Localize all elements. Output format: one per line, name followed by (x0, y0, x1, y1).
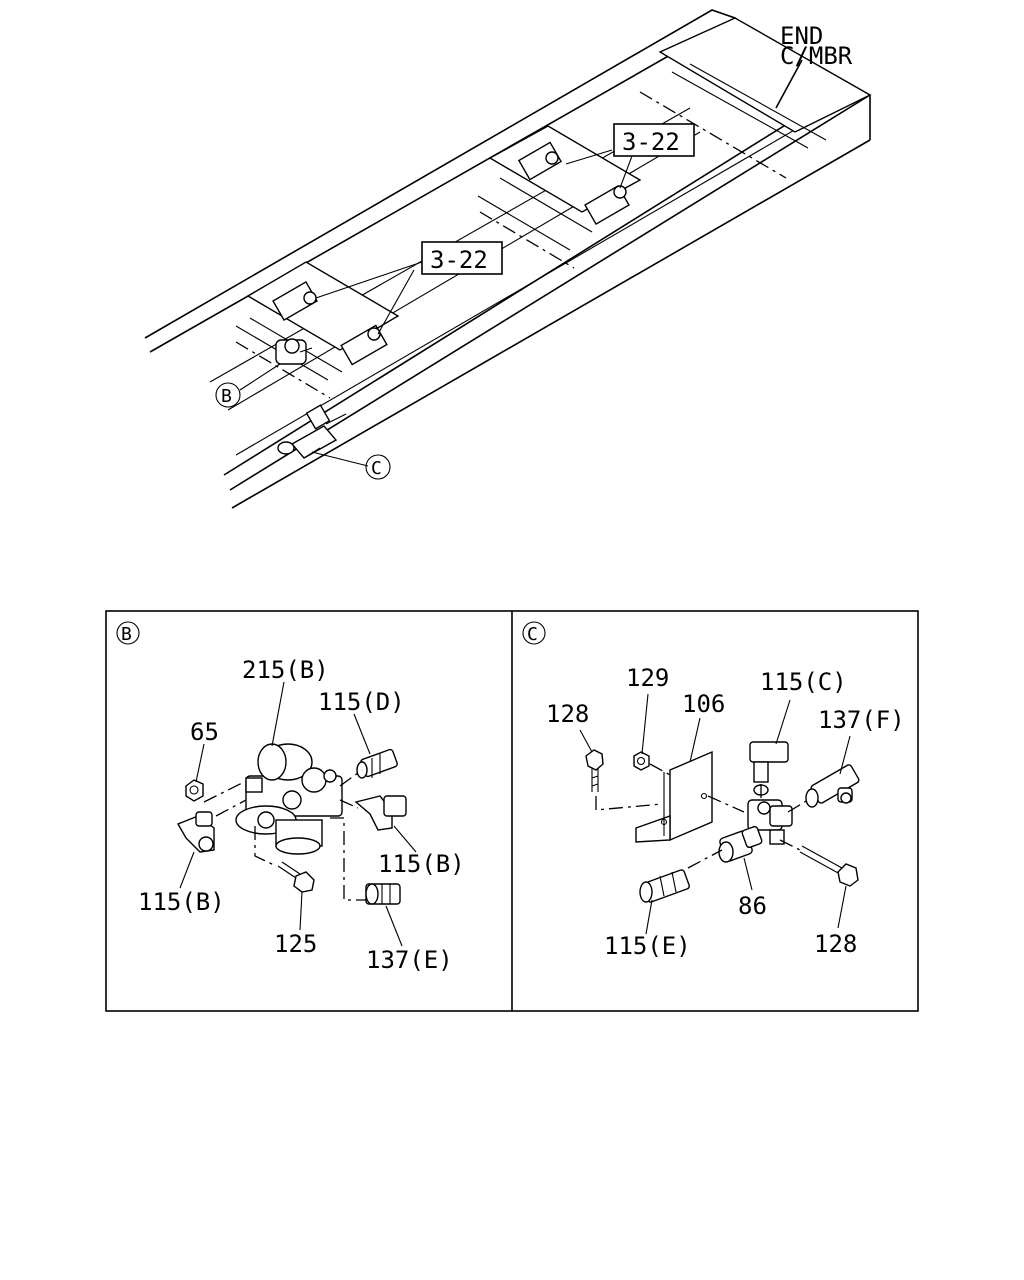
part-label-215b: 215(B) (242, 656, 329, 684)
bolt-125 (277, 861, 315, 893)
panel-c-tag: C (522, 621, 546, 645)
nut-129 (633, 751, 650, 771)
part-label-137e: 137(E) (366, 946, 453, 974)
part-label-115c: 115(C) (760, 668, 847, 696)
part-label-86: 86 (738, 892, 767, 920)
coupling-86 (718, 825, 763, 863)
part-label-128-top: 128 (546, 700, 589, 728)
pipe-clamp (517, 141, 630, 225)
detail-panel-b: B (116, 621, 465, 974)
svg-text:B: B (221, 386, 232, 407)
panel-b-tag: B (116, 621, 140, 645)
elbow-fitting-115c (749, 741, 789, 796)
cross-member-upper (477, 125, 642, 269)
end-cross-member (639, 17, 872, 179)
detail-panels (105, 610, 919, 1012)
part-label-125: 125 (274, 930, 317, 958)
reference-box-label: 3-22 (622, 128, 680, 156)
fitting-115d (356, 748, 398, 779)
tee-fitting (747, 799, 793, 845)
reference-box-label: 3-22 (430, 246, 488, 274)
relay-valve-assembly (275, 338, 313, 365)
callout-b: B (215, 382, 241, 408)
part-label-65: 65 (190, 718, 219, 746)
valve-assembly (277, 404, 347, 459)
elbow-fitting-115b-right (354, 795, 407, 831)
fitting-115e (639, 869, 690, 903)
nut-65 (185, 779, 204, 802)
part-label-115b-right: 115(B) (378, 850, 465, 878)
left-frame-rail (144, 9, 736, 411)
part-label-129: 129 (626, 664, 669, 692)
end-member-label: END (780, 22, 823, 50)
part-label-137f: 137(F) (818, 706, 905, 734)
elbow-fitting-115b-left (176, 811, 215, 853)
bolt-128-bottom (799, 845, 859, 887)
relay-valve (235, 743, 343, 855)
part-label-115e: 115(E) (604, 932, 691, 960)
chassis-frame-view: END C/MBR 3-22 3-22 B C (144, 9, 872, 509)
bolt-128-top (585, 749, 604, 792)
part-label-115b-left: 115(B) (138, 888, 225, 916)
callout-c: C (365, 454, 391, 480)
fitting-137e (365, 883, 401, 905)
fitting-137f (805, 764, 860, 808)
svg-text:C: C (371, 458, 382, 479)
reference-box: 3-22 (421, 241, 503, 275)
reference-box: 3-22 (613, 123, 695, 157)
part-label-115d: 115(D) (318, 688, 405, 716)
svg-text:B: B (121, 624, 132, 645)
pipe-clamp (272, 281, 388, 366)
end-member-label: C/MBR (780, 42, 853, 70)
part-label-106: 106 (682, 690, 725, 718)
detail-panel-c: C (522, 621, 905, 960)
part-label-128-bottom: 128 (814, 930, 857, 958)
bracket-106 (635, 750, 713, 843)
svg-text:C: C (527, 624, 538, 645)
